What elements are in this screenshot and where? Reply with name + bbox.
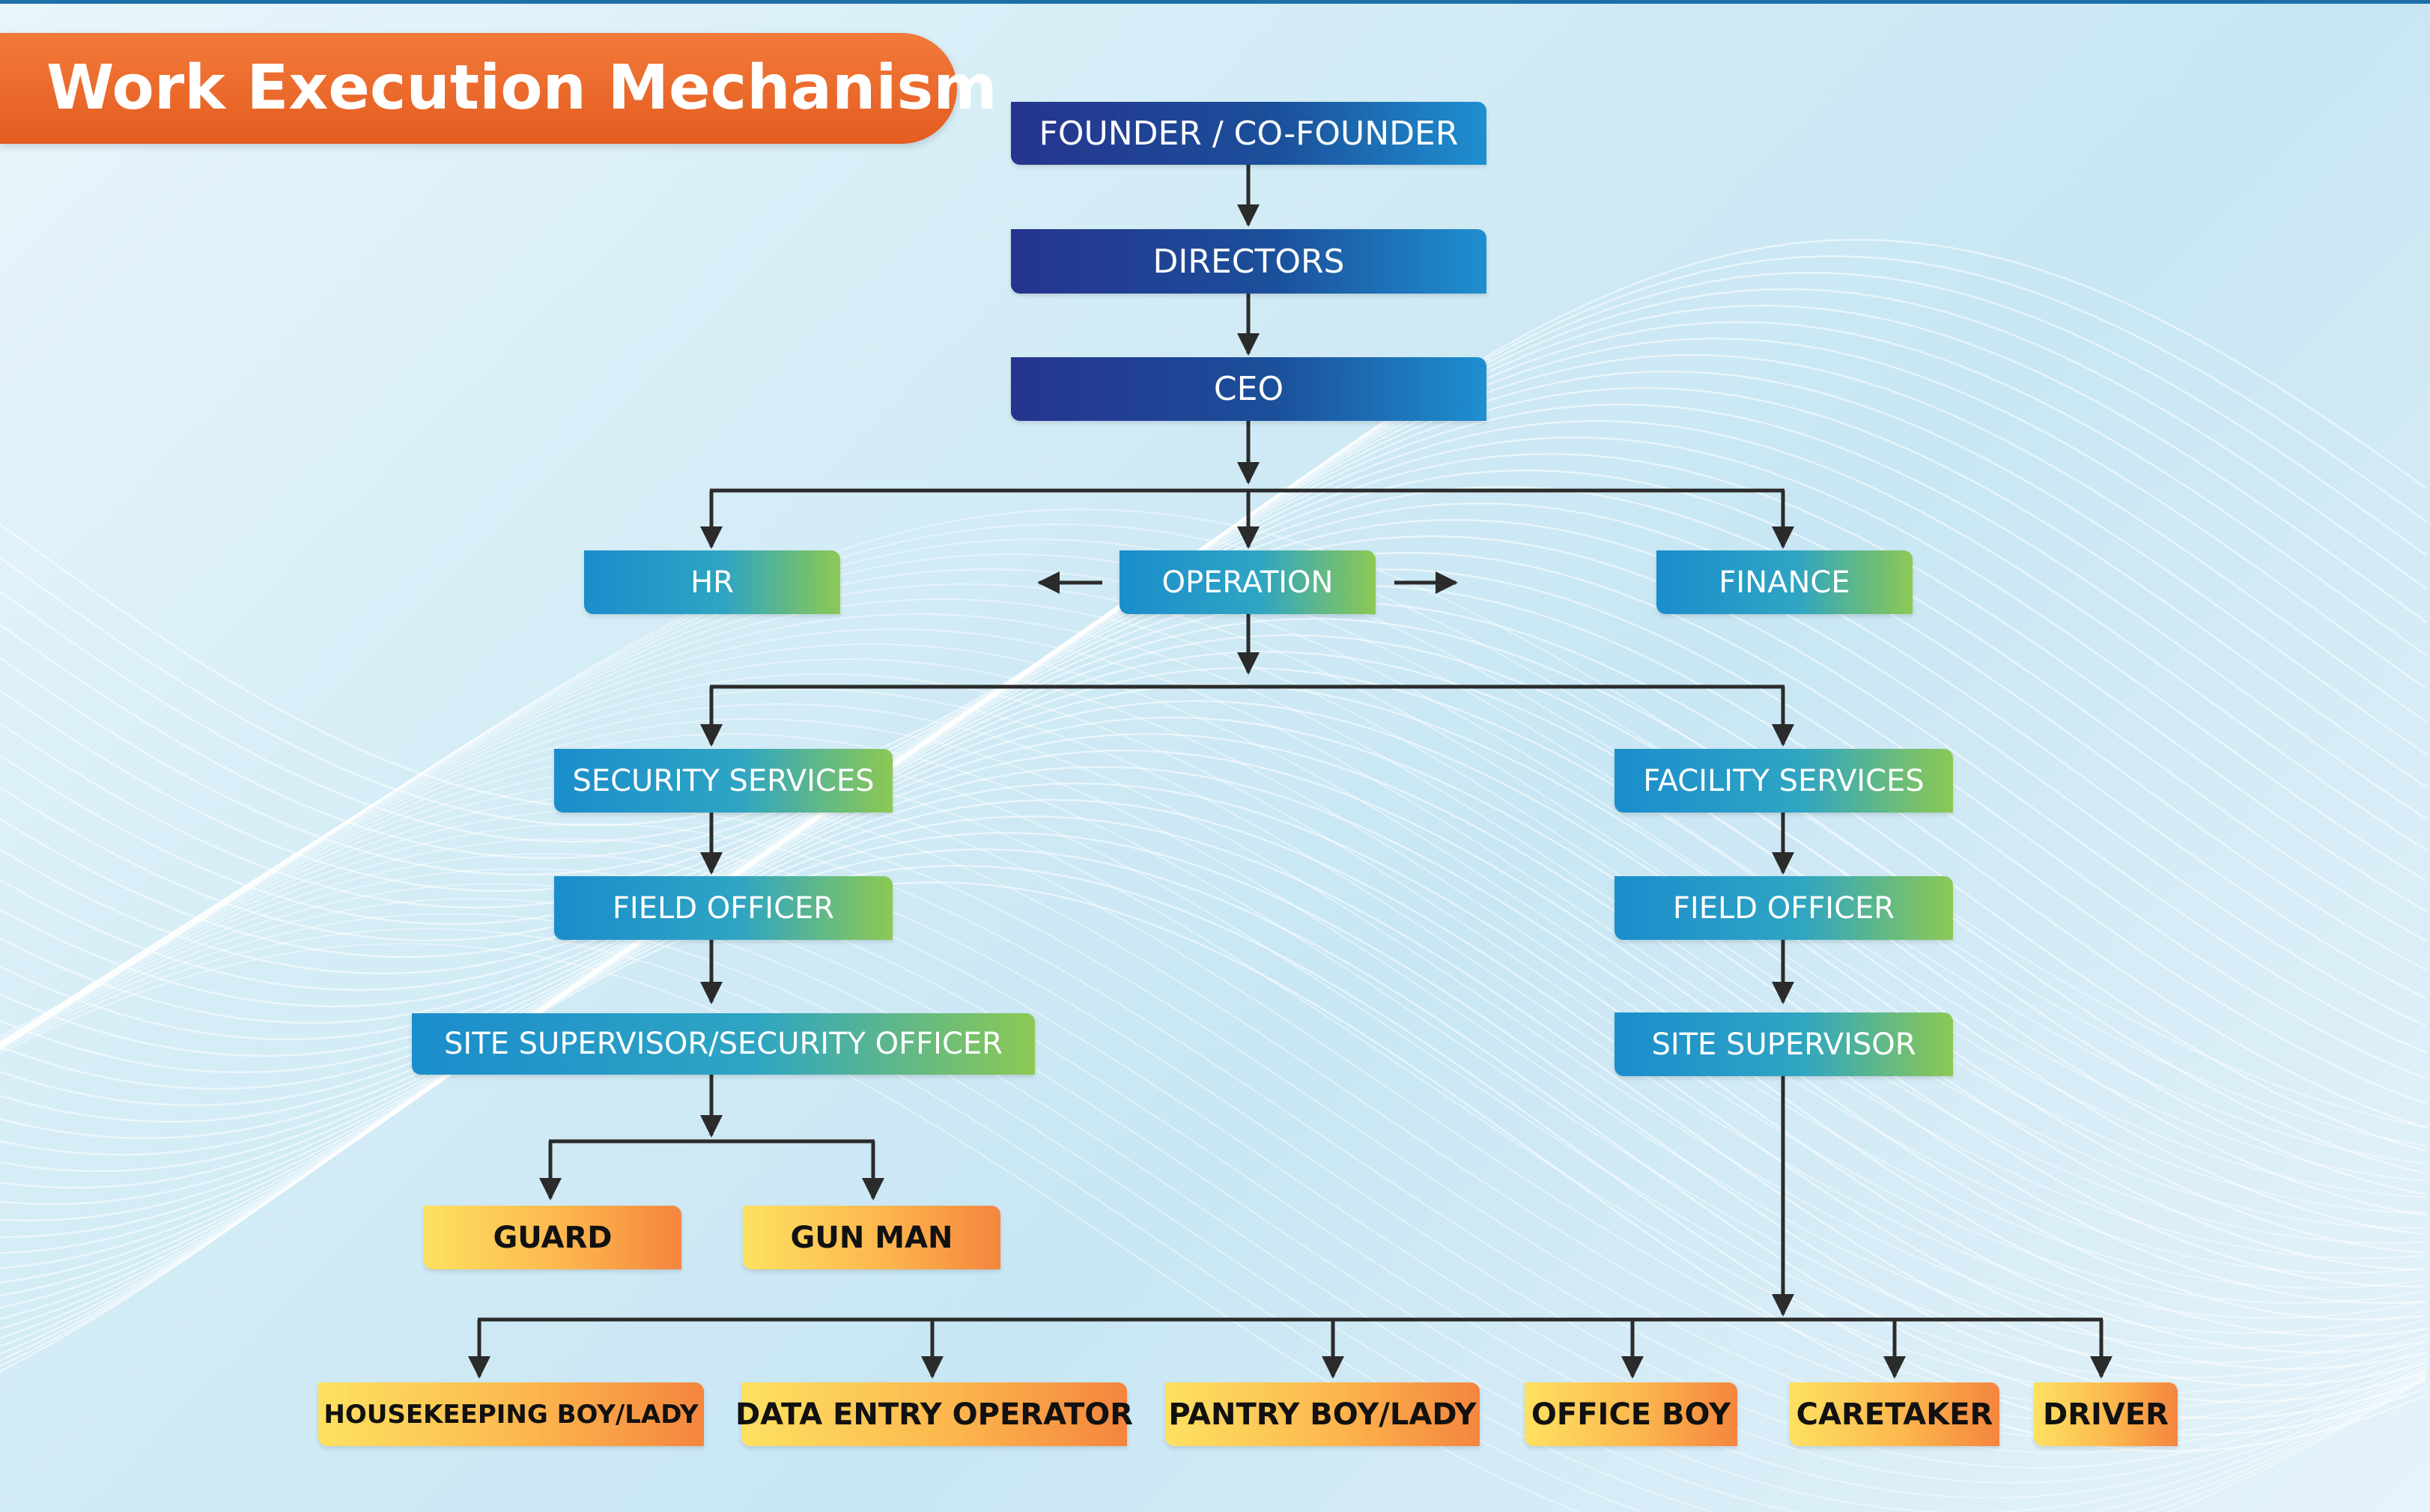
wave-line bbox=[0, 852, 2427, 1484]
wave-line bbox=[0, 598, 2426, 1229]
wave-line bbox=[0, 793, 2427, 1424]
wave-line bbox=[0, 583, 2427, 1214]
node-gun-man: GUN MAN bbox=[743, 1206, 1000, 1269]
wave-line bbox=[0, 883, 2427, 1512]
node-site-supervisor-facility: SITE SUPERVISOR bbox=[1615, 1012, 1953, 1076]
wave-line bbox=[0, 897, 2427, 1512]
wave-line bbox=[0, 628, 2427, 1260]
wave-line bbox=[0, 617, 2427, 1188]
node-ceo: CEO bbox=[1011, 357, 1486, 421]
wave-line bbox=[0, 419, 2427, 992]
title-banner: Work Execution Mechanism bbox=[0, 33, 997, 144]
node-security-field-officer: FIELD OFFICER bbox=[554, 876, 893, 940]
wave-line bbox=[0, 688, 2427, 1320]
wave-line bbox=[0, 837, 2427, 1469]
node-facility-services: FACILITY SERVICES bbox=[1615, 749, 1953, 813]
wave-line bbox=[0, 613, 2427, 1244]
node-hr: HR bbox=[584, 550, 840, 614]
wave-line bbox=[0, 436, 2427, 1008]
wave-line bbox=[0, 634, 2427, 1206]
node-directors: DIRECTORS bbox=[1011, 229, 1486, 294]
wave-line bbox=[0, 943, 2427, 1512]
wave-line bbox=[0, 702, 2427, 1335]
wave-line bbox=[0, 881, 2427, 1453]
wave-line bbox=[0, 508, 2427, 1128]
wave-line bbox=[0, 673, 2427, 1304]
wave-line bbox=[0, 643, 2427, 1275]
node-finance: FINANCE bbox=[1656, 550, 1913, 614]
node-founder: FOUNDER / CO-FOUNDER bbox=[1011, 102, 1486, 165]
wave-line bbox=[0, 912, 2427, 1512]
wave-line bbox=[0, 808, 2427, 1439]
node-facility-field-officer: FIELD OFFICER bbox=[1615, 876, 1953, 940]
node-office-boy: OFFICE BOY bbox=[1525, 1382, 1737, 1446]
wave-line bbox=[0, 823, 2427, 1454]
node-security-services: SECURITY SERVICES bbox=[554, 749, 893, 813]
node-data-entry: DATA ENTRY OPERATOR bbox=[735, 1382, 1133, 1446]
wave-line bbox=[0, 748, 2427, 1379]
node-housekeeping: HOUSEKEEPING BOY/LADY bbox=[318, 1382, 704, 1446]
wave-line bbox=[0, 523, 2427, 1147]
top-border bbox=[0, 0, 2430, 4]
wave-line bbox=[0, 868, 2427, 1499]
node-operation: OPERATION bbox=[1120, 550, 1376, 614]
wave-line bbox=[0, 733, 2427, 1364]
wave-line bbox=[0, 601, 2427, 1173]
wave-line bbox=[0, 403, 2427, 975]
wave-line bbox=[0, 928, 2427, 1512]
wave-line bbox=[0, 777, 2427, 1409]
node-site-supervisor-security: SITE SUPERVISOR/SECURITY OFFICER bbox=[412, 1013, 1035, 1075]
node-caretaker: CARETAKER bbox=[1790, 1382, 1999, 1446]
node-guard: GUARD bbox=[424, 1206, 681, 1269]
node-driver: DRIVER bbox=[2034, 1382, 2178, 1446]
wave-line bbox=[0, 762, 2427, 1394]
wave-line bbox=[0, 658, 2427, 1289]
wave-line bbox=[0, 650, 2427, 1222]
wave-line bbox=[0, 386, 2427, 959]
node-pantry: PANTRY BOY/LADY bbox=[1165, 1382, 1480, 1446]
page-title: Work Execution Mechanism bbox=[46, 52, 997, 124]
